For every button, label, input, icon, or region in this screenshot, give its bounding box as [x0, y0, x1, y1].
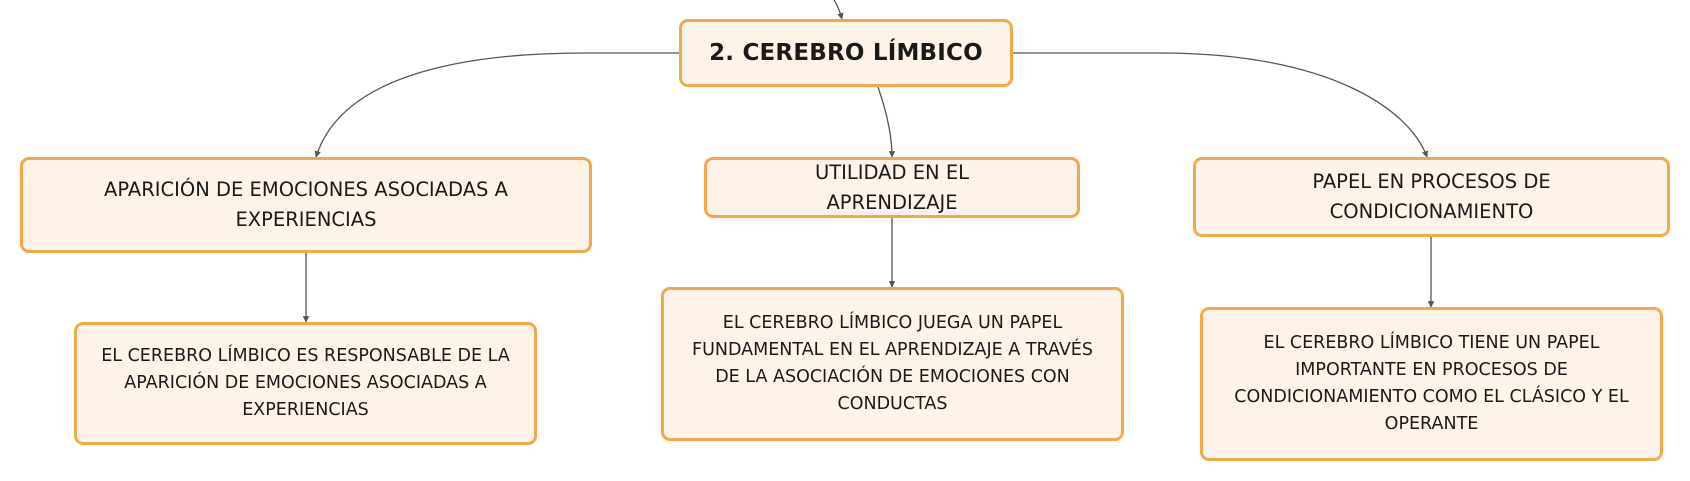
detail-topic-text: EL CEREBRO LÍMBICO JUEGA UN PAPEL FUNDAM…: [692, 313, 1093, 414]
detail-topic-text: EL CEREBRO LÍMBICO ES RESPONSABLE DE LA …: [101, 346, 510, 420]
connector-root-to-branch-1: [314, 52, 679, 158]
connector-root-to-branch-3: [1013, 52, 1429, 158]
connector-incoming: [833, 0, 844, 20]
connector-root-to-branch-2: [877, 86, 896, 158]
branch-topic-label: PAPEL EN PROCESOS DE CONDICIONAMIENTO: [1312, 170, 1551, 223]
branch-topic-label: APARICIÓN DE EMOCIONES ASOCIADAS A EXPER…: [104, 178, 508, 231]
branch-topic-emociones[interactable]: APARICIÓN DE EMOCIONES ASOCIADAS A EXPER…: [20, 157, 592, 253]
detail-topic-aprendizaje[interactable]: EL CEREBRO LÍMBICO JUEGA UN PAPEL FUNDAM…: [661, 287, 1124, 441]
branch-topic-label: UTILIDAD EN EL APRENDIZAJE: [814, 160, 970, 214]
detail-topic-condicionamiento[interactable]: EL CEREBRO LÍMBICO TIENE UN PAPEL IMPORT…: [1200, 307, 1663, 461]
branch-topic-condicionamiento[interactable]: PAPEL EN PROCESOS DE CONDICIONAMIENTO: [1193, 157, 1670, 237]
detail-topic-emociones[interactable]: EL CEREBRO LÍMBICO ES RESPONSABLE DE LA …: [74, 322, 537, 445]
root-topic[interactable]: 2. CEREBRO LÍMBICO: [679, 19, 1013, 87]
root-topic-label: 2. CEREBRO LÍMBICO: [709, 40, 983, 66]
detail-topic-text: EL CEREBRO LÍMBICO TIENE UN PAPEL IMPORT…: [1234, 333, 1629, 434]
branch-topic-aprendizaje[interactable]: UTILIDAD EN EL APRENDIZAJE: [704, 157, 1080, 218]
